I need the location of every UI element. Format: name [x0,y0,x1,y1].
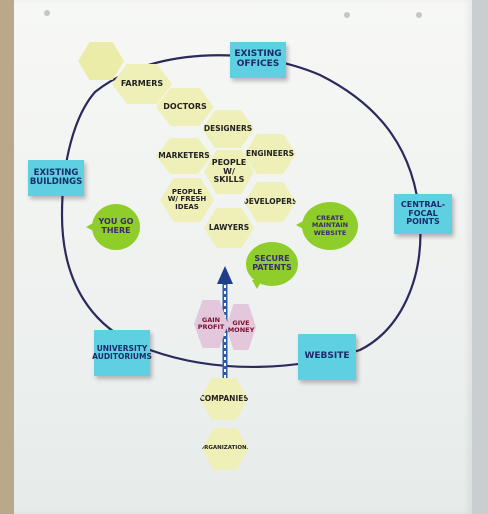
ecosystem-ellipse [60,54,422,369]
speech-bubble-tail [252,280,262,289]
flipchart-paper [14,0,472,514]
sticky-note-existing-offices: EXISTING OFFICES [230,42,286,78]
hexagon-organizations: ORGANIZATIONS [202,428,248,470]
hexagon-doctors: DOCTORS [156,88,214,126]
arrow-head [217,266,233,284]
sticky-note-existing-buildings: EXISTING BUILDINGS [28,160,84,196]
speech-bubble-tail [86,222,95,232]
speech-bubble-you-go-there: YOU GO THERE [92,204,140,250]
wall [0,0,16,514]
wall [470,0,488,514]
speech-bubble-secure-patents: SECURE PATENTS [246,242,298,286]
binder-hole [44,10,50,16]
speech-bubble-create-maintain-website: CREATE MAINTAIN WEBSITE [302,202,358,250]
speech-bubble-tail [296,220,305,230]
sticky-note-website: WEBSITE [298,334,356,380]
hexagon-companies: COMPANIES [200,378,248,420]
binder-hole [416,12,422,18]
sticky-note-central-focal-points: CENTRAL-FOCAL POINTS [394,194,452,234]
hexagon-designers: DESIGNERS [202,110,254,148]
binder-hole [344,12,350,18]
hexagon-gain-profit: GAIN PROFIT [194,300,228,348]
sticky-note-university-auditoriums: UNIVERSITY AUDITORIUMS [92,330,152,376]
